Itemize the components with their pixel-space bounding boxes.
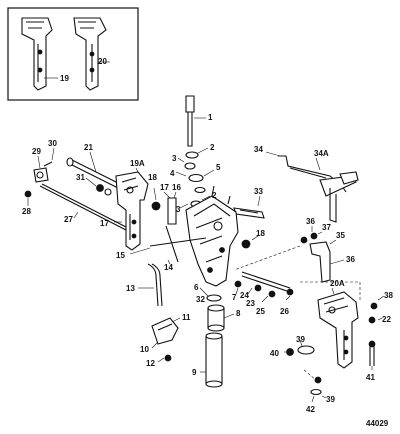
inset-panel: 19 20 — [7, 7, 139, 101]
inset-frame — [7, 7, 139, 101]
part-21-tilt-tube — [66, 151, 125, 191]
callout-20: 20 — [98, 57, 107, 66]
callout-40: 40 — [270, 349, 279, 358]
callout-8: 8 — [236, 309, 241, 318]
part-20A-right-bracket — [317, 287, 359, 369]
callout-28: 28 — [22, 207, 31, 216]
callout-16: 16 — [172, 183, 181, 192]
callout-19A: 19A — [130, 159, 145, 168]
callout-4: 4 — [170, 169, 175, 178]
callout-34A: 34A — [314, 149, 329, 158]
callout-10: 10 — [140, 345, 149, 354]
part-13-curved-rod — [138, 263, 163, 307]
parts-16-18-hardware — [151, 187, 259, 249]
callout-37: 37 — [322, 223, 331, 232]
callout-3: 3 — [172, 154, 177, 163]
callout-35: 35 — [336, 231, 345, 240]
callout-39b: 39 — [326, 395, 335, 404]
callout-5: 5 — [216, 163, 221, 172]
part-34-lever — [265, 151, 359, 223]
part-1-pin — [185, 95, 206, 147]
part-8-bushing — [207, 304, 235, 332]
callouts: 1 2 3 4 5 3 2 6 7 8 9 10 11 12 13 14 15 … — [22, 113, 393, 414]
part-9-tube — [200, 332, 223, 388]
callout-19: 19 — [60, 74, 69, 83]
callout-32: 32 — [196, 295, 205, 304]
callout-17: 17 — [160, 183, 169, 192]
callout-13: 13 — [126, 284, 135, 293]
parts-28-31-hardware — [24, 147, 112, 206]
callout-9: 9 — [192, 368, 197, 377]
callout-38: 38 — [384, 291, 393, 300]
swivel-bracket-main — [185, 185, 239, 287]
part-33-plate — [233, 195, 265, 219]
callout-7: 7 — [232, 293, 237, 302]
callout-23: 23 — [246, 299, 255, 308]
callout-42: 42 — [306, 405, 315, 414]
callout-31: 31 — [76, 173, 85, 182]
callout-27: 27 — [64, 215, 73, 224]
parts-6-32-hardware — [199, 271, 294, 303]
callout-6: 6 — [194, 283, 199, 292]
figure-reference-number: 44029 — [366, 419, 389, 428]
callout-21: 21 — [84, 143, 93, 152]
callout-3b: 3 — [176, 205, 181, 214]
callout-36: 36 — [306, 217, 315, 226]
callout-1: 1 — [208, 113, 213, 122]
inset-bracket-19 — [21, 17, 58, 91]
parts-39-42-hardware — [284, 339, 376, 403]
callout-12: 12 — [146, 359, 155, 368]
parts-10-12-clamp — [151, 317, 181, 363]
callout-2b: 2 — [212, 191, 217, 200]
part-19A-left-bracket — [114, 167, 149, 251]
callout-18b: 18 — [256, 229, 265, 238]
parts-35-37-bracket — [233, 226, 361, 300]
callout-29: 29 — [32, 147, 41, 156]
callout-41: 41 — [366, 373, 375, 382]
callout-22: 22 — [382, 315, 391, 324]
callout-17b: 17 — [100, 219, 109, 228]
callout-30: 30 — [48, 139, 57, 148]
parts-14-15-rods — [129, 225, 207, 265]
callout-20A: 20A — [330, 279, 345, 288]
callout-36b: 36 — [346, 255, 355, 264]
callout-25: 25 — [256, 307, 265, 316]
parts-22-38-fasteners — [368, 295, 385, 324]
callout-26: 26 — [280, 307, 289, 316]
callout-15: 15 — [116, 251, 125, 260]
callout-24: 24 — [240, 291, 249, 300]
callout-11: 11 — [182, 313, 191, 322]
callout-14: 14 — [164, 263, 173, 272]
part-27-rod — [39, 183, 133, 233]
inset-bracket-20 — [73, 17, 110, 91]
callout-39: 39 — [296, 335, 305, 344]
callout-2: 2 — [210, 143, 215, 152]
callout-34: 34 — [254, 145, 263, 154]
callout-33: 33 — [254, 187, 263, 196]
callout-18: 18 — [148, 173, 157, 182]
